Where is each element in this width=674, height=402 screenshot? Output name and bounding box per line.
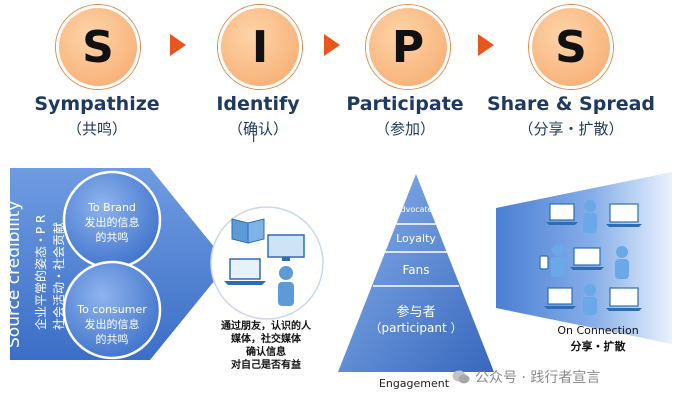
engagement-label: Engagement xyxy=(378,377,450,390)
share-spread-label: 分享・扩散 xyxy=(570,340,626,353)
consumer-circle-text: To consumer 发出的信息 的共鸣 xyxy=(66,302,158,347)
caption-line: 媒体，社交媒体 xyxy=(231,334,301,345)
stage-circle-share: S xyxy=(529,5,613,89)
stage-circle-sympathize: S xyxy=(56,5,140,89)
laptop-icon xyxy=(224,258,266,285)
consumer-line: 的共鸣 xyxy=(95,333,129,346)
stage-circle-identify: I xyxy=(218,5,302,89)
laptop-icon xyxy=(606,203,642,227)
person-icon xyxy=(583,284,597,315)
stage-sub-share: （分享・扩散） xyxy=(518,120,624,138)
monitor-icon xyxy=(267,234,305,261)
person-icon xyxy=(278,266,294,306)
stage-sub-identify: （确认） xyxy=(227,120,288,138)
wechat-icon xyxy=(452,368,470,386)
stage-letter: I xyxy=(251,21,269,73)
identify-caption: 通过朋友，认识的人 媒体，社交媒体 确认信息 对自己是否有益 xyxy=(186,320,346,372)
pyramid-level-participant-en: （participant ） xyxy=(369,321,463,335)
phone-icon xyxy=(539,255,549,270)
brand-line: 发出的信息 xyxy=(84,216,140,229)
pyramid-level-participant: 参与者 xyxy=(396,305,436,320)
stage-title-sympathize: Sympathize xyxy=(34,93,160,115)
caption-line: 通过朋友，认识的人 xyxy=(221,321,311,332)
stage-circle-participate: P xyxy=(366,5,450,89)
stage-letter: P xyxy=(391,21,425,73)
pyramid-level-advocates: Advocates xyxy=(395,205,437,214)
consumer-line: 发出的信息 xyxy=(84,318,140,331)
flow-arrow-icon xyxy=(478,34,494,56)
stage-letter: S xyxy=(82,21,114,73)
stage-sub-participate: （参加） xyxy=(374,120,435,138)
consumer-circle xyxy=(62,260,162,360)
laptop-icon xyxy=(570,247,604,270)
laptop-icon xyxy=(546,203,578,225)
sympathize-panel xyxy=(10,168,228,360)
watermark-text: 公众号 · 践行者宣言 xyxy=(475,370,601,386)
laptop-icon xyxy=(544,287,576,309)
watermark: 公众号 · 践行者宣言 xyxy=(452,366,670,388)
flow-arrow-icon xyxy=(324,34,340,56)
pyramid-level-fans: Fans xyxy=(402,263,430,277)
source-credibility-label: Source credibility xyxy=(4,200,24,348)
text-cursor-icon: I xyxy=(252,132,256,145)
stage-title-participate: Participate xyxy=(346,93,464,115)
person-icon xyxy=(615,246,629,279)
identify-panel xyxy=(210,206,324,320)
pyramid-shape xyxy=(338,174,494,372)
laptop-icon xyxy=(606,287,642,311)
pyramid-level-loyalty: Loyalty xyxy=(396,232,436,245)
brand-line: 的共鸣 xyxy=(95,231,129,244)
book-icon xyxy=(231,218,265,244)
flow-arrow-icon xyxy=(170,34,186,56)
person-icon xyxy=(583,200,597,233)
caption-line: 确认信息 xyxy=(246,347,286,358)
brand-circle-text: To Brand 发出的信息 的共鸣 xyxy=(70,200,154,245)
engagement-pyramid xyxy=(338,174,494,372)
on-connection-label: On Connection xyxy=(557,324,639,337)
stage-sub-sympathize: （共鸣） xyxy=(66,120,127,138)
brand-line: To Brand xyxy=(88,201,136,214)
stage-title-share: Share & Spread xyxy=(486,93,656,115)
identify-circle xyxy=(210,206,324,320)
person-icon xyxy=(551,244,565,277)
stage-title-identify: Identify xyxy=(216,93,300,115)
caption-line: 对自己是否有益 xyxy=(231,360,301,371)
social-activity-label: 社会活动・社会贡献 xyxy=(52,221,66,330)
consumer-line: To consumer xyxy=(77,303,147,316)
share-panel xyxy=(496,172,672,344)
corporate-stance-label: 企业平常的姿态・P R xyxy=(34,214,48,330)
stage-letter: S xyxy=(555,21,587,73)
